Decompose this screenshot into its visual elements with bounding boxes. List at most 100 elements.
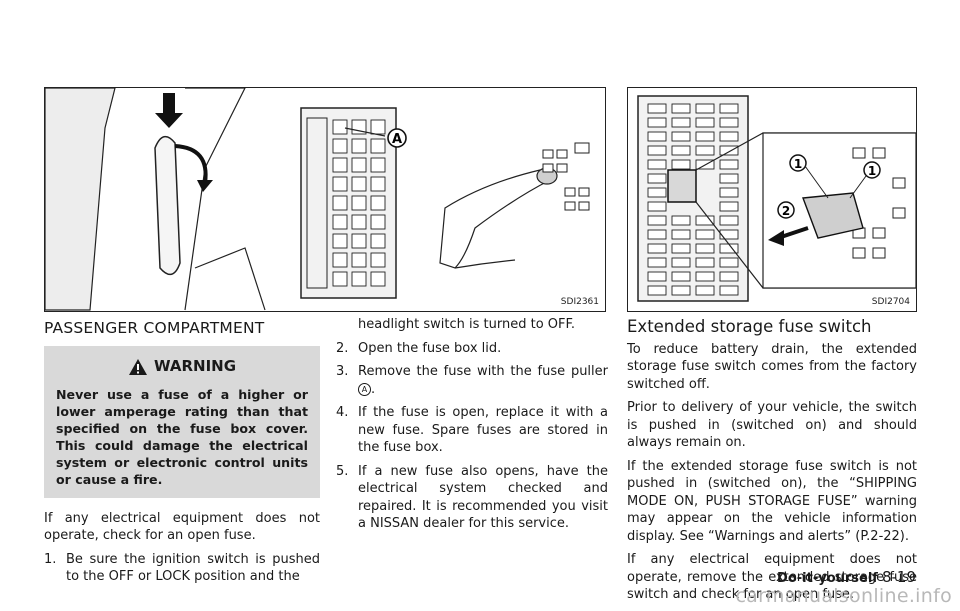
- fuse-slot: [370, 138, 386, 154]
- fuse-slot: [671, 215, 691, 226]
- step-number: 3.: [336, 364, 349, 379]
- fuse-slot: [671, 229, 691, 240]
- fuse-slot: [332, 252, 348, 268]
- list-item: 3. Remove the fuse with the fuse puller …: [336, 363, 608, 398]
- warning-text: Never use a fuse of a higher or lower am…: [56, 386, 308, 487]
- step-text: If the fuse is open, replace it with a n…: [358, 405, 608, 455]
- figure-fuse-box-location: A SDI2361: [44, 87, 606, 312]
- fuse-slot: [695, 117, 715, 128]
- intro-paragraph: If any electrical equipment does not ope…: [44, 510, 320, 544]
- paragraph: If any electrical equipment does not ope…: [627, 552, 917, 602]
- fuse-slot: [695, 257, 715, 268]
- fuse-slot: [370, 195, 386, 211]
- fuse-slot: [647, 201, 667, 212]
- fuse-slot: [719, 117, 739, 128]
- fuse-slot: [719, 187, 739, 198]
- fuse-slot: [351, 195, 367, 211]
- fuse-slot: [671, 285, 691, 296]
- fuse-slot: [351, 157, 367, 173]
- fuse-slot: [370, 176, 386, 192]
- fuse-slot: [719, 257, 739, 268]
- fuse-box-illustration: A: [45, 88, 590, 311]
- fuse-slot: [719, 159, 739, 170]
- fuse-slot: [647, 103, 667, 114]
- fuse-slot: [671, 257, 691, 268]
- watermark: carmanualsonline.info: [735, 585, 952, 607]
- fuse-slot: [332, 214, 348, 230]
- fuse-slot: [351, 252, 367, 268]
- fuse-slot: [695, 229, 715, 240]
- fuse-slot: [719, 173, 739, 184]
- step-number: 5.: [336, 463, 349, 479]
- fuse-slot: [647, 285, 667, 296]
- paragraph: To reduce battery drain, the extended st…: [627, 341, 917, 392]
- fig1-callout-a: A: [392, 132, 402, 147]
- fuse-slot: [370, 252, 386, 268]
- paragraph: If the extended storage fuse switch is n…: [627, 458, 917, 544]
- fuse-slot: [647, 243, 667, 254]
- fuse-slot: [719, 131, 739, 142]
- fuse-slot: [647, 187, 667, 198]
- fuse-slot: [719, 229, 739, 240]
- column-right: Extended storage fuse switch To reduce b…: [627, 318, 917, 610]
- list-item: 1. Be sure the ignition switch is pushed…: [44, 551, 320, 586]
- fuse-slot: [647, 271, 667, 282]
- column-middle: headlight switch is turned to OFF. 2. Op…: [336, 316, 608, 539]
- list-item: 4. If the fuse is open, replace it with …: [336, 404, 608, 457]
- fuse-slot: [719, 201, 739, 212]
- fuse-slot: [695, 243, 715, 254]
- list-item: headlight switch is turned to OFF.: [336, 316, 608, 334]
- fuse-slot: [647, 159, 667, 170]
- fuse-slot: [647, 215, 667, 226]
- fig2-callout-2: 2: [782, 204, 790, 218]
- fig2-callout-1b: 1: [868, 164, 876, 178]
- step-text: Be sure the ignition switch is pushed to…: [66, 551, 320, 585]
- fuse-slot: [695, 271, 715, 282]
- fuse-slot: [332, 233, 348, 249]
- fuse-slot: [671, 131, 691, 142]
- fuse-slot: [671, 145, 691, 156]
- storage-fuse-illustration: 1 1 2: [637, 95, 916, 302]
- fuse-slot: [332, 138, 348, 154]
- steps-list: 1. Be sure the ignition switch is pushed…: [44, 551, 320, 586]
- fig2-callout-1a: 1: [794, 157, 802, 171]
- fuse-slot: [351, 214, 367, 230]
- section-heading: PASSENGER COMPARTMENT: [44, 319, 265, 337]
- fuse-slot: [671, 243, 691, 254]
- paragraph: Prior to delivery of your vehicle, the s…: [627, 400, 917, 450]
- fuse-slot: [695, 131, 715, 142]
- fuse-slot: [671, 117, 691, 128]
- fuse-slot: [647, 117, 667, 128]
- page-number: 8-19: [881, 568, 916, 586]
- callout-a-inline: A: [358, 382, 371, 396]
- fuse-slot: [332, 195, 348, 211]
- fuse-slot: [647, 131, 667, 142]
- step-number: 4.: [336, 405, 349, 420]
- list-item: 5. If a new fuse also opens, have the el…: [336, 463, 608, 533]
- warning-box: WARNING Never use a fuse of a higher or …: [44, 345, 320, 498]
- fuse-slot: [351, 271, 367, 287]
- fuse-slot: [695, 103, 715, 114]
- fuse-slot: [671, 103, 691, 114]
- fuse-slot: [719, 145, 739, 156]
- step-number: 2.: [336, 340, 349, 356]
- figure-storage-fuse-switch: 1 1 2 SDI2704: [627, 87, 917, 312]
- step-period: .: [371, 381, 376, 397]
- fuse-slot: [719, 271, 739, 282]
- column-left: PASSENGER COMPARTMENT WARNING Never use …: [44, 319, 320, 592]
- fuse-slot: [332, 157, 348, 173]
- warning-title: WARNING: [56, 357, 308, 376]
- fuse-slot: [370, 271, 386, 287]
- fuse-slot: [647, 145, 667, 156]
- fuse-slot: [647, 257, 667, 268]
- warning-icon: [128, 358, 147, 375]
- fuse-slot: [332, 271, 348, 287]
- fuse-slot: [370, 119, 386, 135]
- fuse-slot: [695, 285, 715, 296]
- step-text: headlight switch is turned to OFF.: [358, 317, 576, 332]
- fuse-slot: [332, 176, 348, 192]
- fuse-slot: [647, 229, 667, 240]
- fuse-slot: [370, 157, 386, 173]
- fuse-slot: [719, 215, 739, 226]
- figure-code: SDI2361: [560, 297, 599, 307]
